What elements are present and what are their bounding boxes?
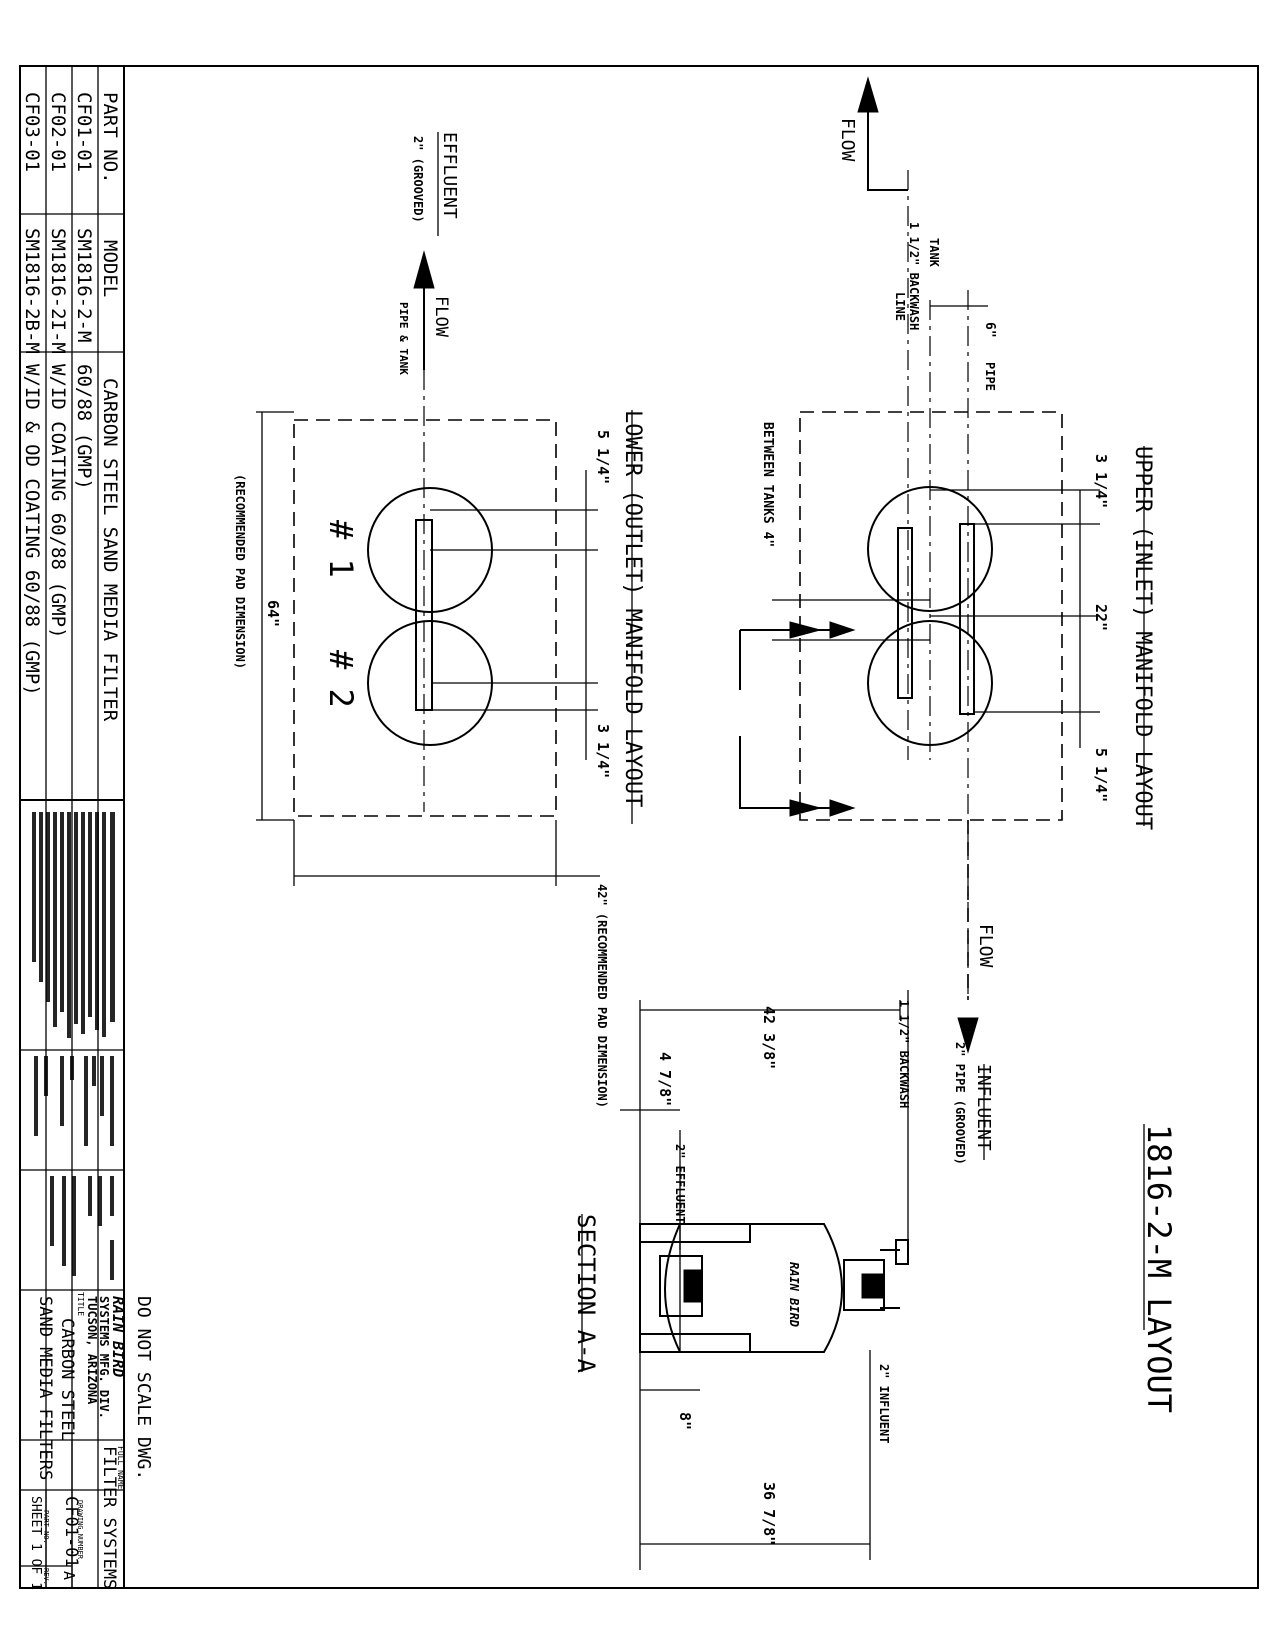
dim-8: 8" xyxy=(676,1412,694,1430)
drawing-number-label: DRAWING NUMBER xyxy=(76,1500,84,1560)
company-division-2: TUCSON, ARIZONA xyxy=(85,1296,99,1405)
upper-layout-title: UPPER (INLET) MANIFOLD LAYOUT xyxy=(1130,446,1155,830)
influent-cl-label: 2" INFLUENT xyxy=(877,1364,891,1443)
pipe-cl-label: PIPE xyxy=(983,362,997,391)
upper-dim-3-1-4: 3 1/4" xyxy=(1092,454,1110,508)
lower-manifold-layout: LOWER (OUTLET) MANIFOLD LAYOUT # 1 # 2 5… xyxy=(233,132,645,1108)
parts-header-model: MODEL xyxy=(99,240,121,297)
parts-row-1-part: CF01-01 xyxy=(73,92,95,172)
parts-row-1-desc: 60/88 (GMP) xyxy=(73,364,95,490)
rev-value: A xyxy=(60,1571,78,1580)
section-title: SECTION A-A xyxy=(572,1214,600,1373)
upper-manifold-layout: UPPER (INLET) MANIFOLD LAYOUT FLOW TANK … xyxy=(739,76,1155,1054)
parts-table: PART NO. MODEL CARBON STEEL SAND MEDIA F… xyxy=(21,92,121,722)
flow-down-arrow xyxy=(957,1017,979,1054)
do-not-scale: DO NOT SCALE DWG. xyxy=(133,1296,154,1480)
full-name-label: FULL NAME xyxy=(116,1446,125,1490)
title-block: RAIN BIRD SYSTEMS MFG. DIV. TUCSON, ARIZ… xyxy=(20,1292,154,1590)
pipe-tank-label: PIPE & TANK xyxy=(397,302,410,375)
parts-row-2-desc: W/ID COATING 60/88 (GMP) xyxy=(47,364,69,639)
flow-top-label: FLOW xyxy=(837,118,858,162)
lower-dim-3-1-4: 3 1/4" xyxy=(594,724,612,778)
parts-row-3-part: CF03-01 xyxy=(21,92,43,172)
lower-flow-label: FLOW xyxy=(431,296,451,338)
lower-pad-outline xyxy=(293,419,557,817)
parts-row-3-desc: W/ID & OD COATING 60/88 (GMP) xyxy=(21,364,43,696)
effluent-flow-arrow xyxy=(413,250,435,289)
recommended-pad-64: (RECOMMENDED PAD DIMENSION) xyxy=(233,474,247,669)
pipe-offset-label: 6" xyxy=(982,322,997,338)
section-a-a: SECTION A-A INFLUENT 2" PIPE (GROOVED) 1… xyxy=(572,990,994,1570)
company-division-1: SYSTEMS MFG. DIV. xyxy=(97,1296,111,1419)
part-no-label: PART NO. xyxy=(42,1510,50,1544)
influent-size-label: 2" PIPE (GROOVED) xyxy=(953,1042,967,1165)
parts-row-1-model: SM1816-2-M xyxy=(73,228,95,342)
between-tanks-label: BETWEEN TANKS 4" xyxy=(760,422,775,547)
tank-leg-left xyxy=(639,1223,751,1243)
title-line-1: CARBON STEEL xyxy=(57,1318,77,1441)
drawing-number: CF01-01 xyxy=(61,1496,81,1568)
dim-42-pad: 42" (RECOMMENDED PAD DIMENSION) xyxy=(595,884,609,1108)
upper-dim-5-1-4: 5 1/4" xyxy=(1092,748,1110,802)
rev-label: REV. xyxy=(42,1568,50,1585)
tank-2-label: # 2 xyxy=(322,650,360,708)
flow-up-arrow xyxy=(857,76,879,113)
upper-backwash-manifold xyxy=(897,527,913,699)
effluent-label: EFFLUENT xyxy=(439,132,460,219)
notes-fine-print xyxy=(32,812,115,1038)
approvals-fine-print xyxy=(50,1176,114,1280)
tank-logo: RAIN BIRD xyxy=(787,1262,801,1327)
backwash-section-label: 1 1/2" BACKWASH xyxy=(897,1000,911,1108)
drawing-title: 1816-2-M LAYOUT xyxy=(1140,1124,1178,1413)
dim-4-7-8: 4 7/8" xyxy=(656,1052,674,1106)
upper-inlet-manifold xyxy=(959,523,975,715)
lower-dim-5-1-4: 5 1/4" xyxy=(594,430,612,484)
backwash-line-label-2: LINE xyxy=(893,292,907,321)
full-name: FILTER SYSTEMS xyxy=(99,1446,119,1589)
company-logo: RAIN BIRD xyxy=(109,1296,127,1377)
section-tank-body xyxy=(664,1223,843,1353)
tank-cl-label: TANK xyxy=(927,238,941,268)
dim-36-7-8: 36 7/8" xyxy=(760,1482,778,1545)
parts-row-2-model: SM1816-2I-M xyxy=(47,228,69,354)
parts-row-3-model: SM1816-2B-M xyxy=(21,228,43,354)
sheet-number: SHEET 1 OF 1 xyxy=(28,1496,43,1590)
flow-bottom-label: FLOW xyxy=(975,924,996,968)
parts-row-2-part: CF02-01 xyxy=(47,92,69,172)
tank-leg-right xyxy=(639,1333,751,1353)
tank-1-label: # 1 xyxy=(322,520,360,578)
sheet-border xyxy=(19,65,1259,1589)
title-line-2: SAND MEDIA FILTERS xyxy=(35,1296,55,1480)
parts-header-desc: CARBON STEEL SAND MEDIA FILTER xyxy=(99,378,121,722)
effluent-size-label: 2" (GROOVED) xyxy=(411,136,425,223)
parts-header-part: PART NO. xyxy=(99,92,121,184)
tolerances-fine-print xyxy=(34,1056,114,1146)
title-label: TITLE xyxy=(76,1292,85,1316)
upper-dim-22: 22" xyxy=(1092,604,1110,631)
dim-42-3-8: 42 3/8" xyxy=(760,1006,778,1069)
dim-64: 64" xyxy=(264,600,282,627)
backwash-line-label-1: 1 1/2" BACKWASH xyxy=(907,222,921,330)
